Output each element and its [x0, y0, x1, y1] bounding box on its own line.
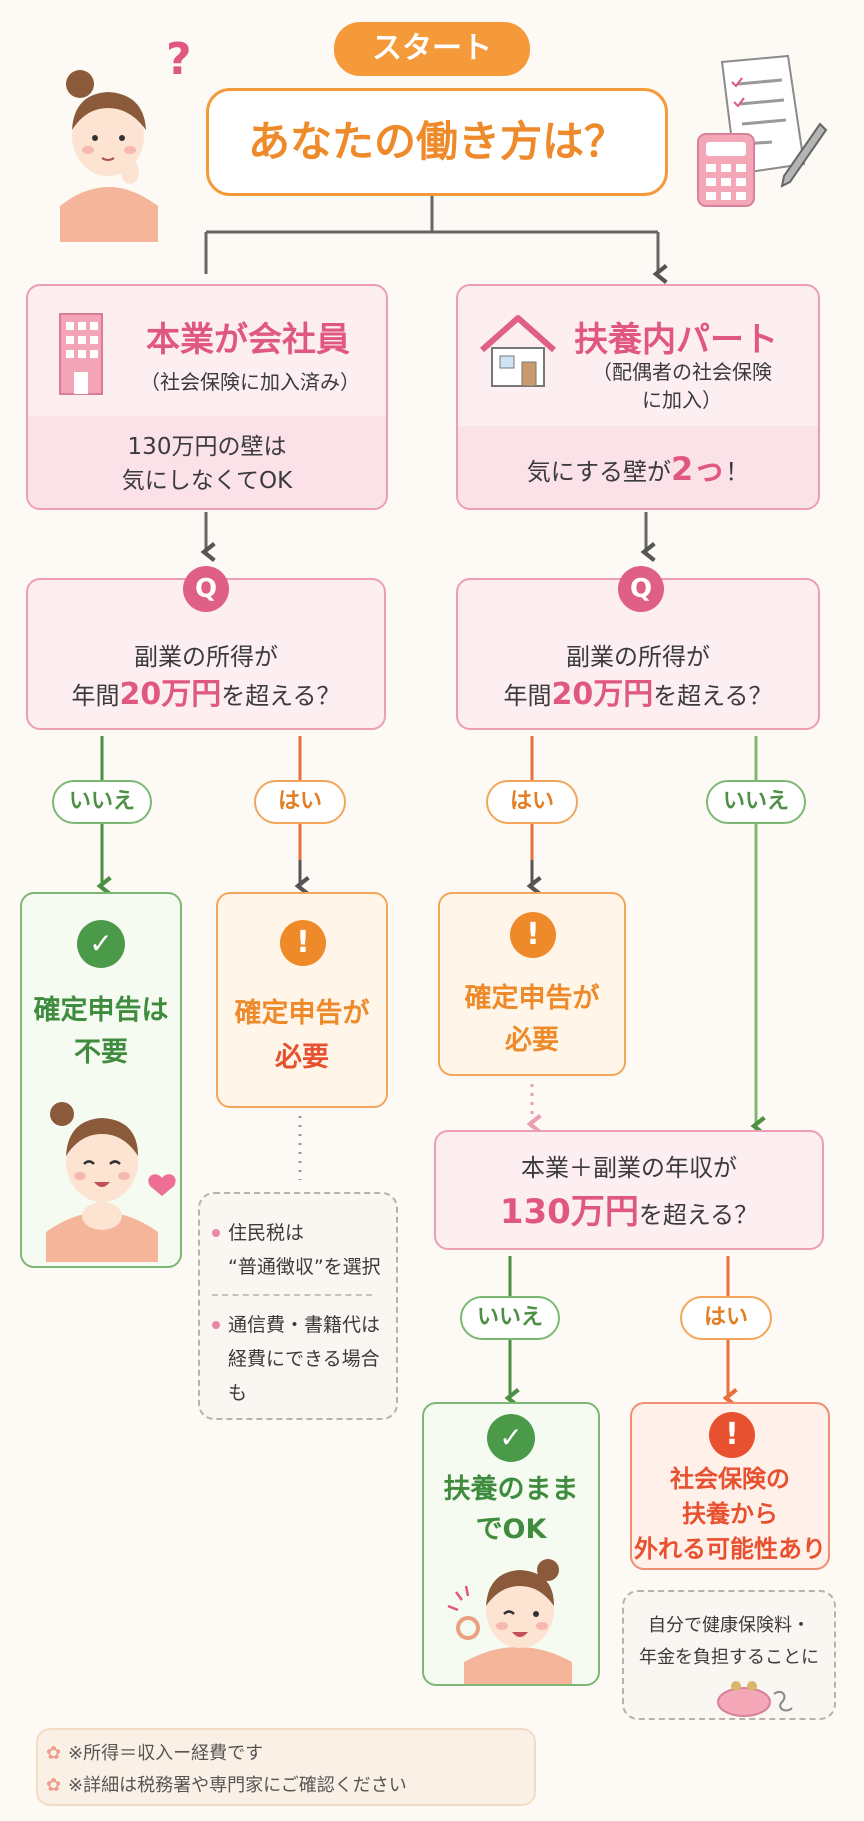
note-line-1: 自分で健康保険料・: [648, 1615, 810, 1636]
category-part-time: 扶養内パート （配偶者の社会保険 に加入） 気にする壁が2っ！: [456, 284, 820, 510]
q-badge-right: Q: [618, 566, 664, 612]
start-question: あなたの働き方は？: [247, 117, 626, 166]
subtitle-line-1: （配偶者の社会保険: [592, 360, 772, 384]
question-line-1: 副業の所得が: [134, 643, 278, 671]
result-leave-dependent: ! 社会保険の 扶養から 外れる可能性あり: [630, 1402, 830, 1570]
category-employee-subtitle: （社会保険に加入済み）: [140, 370, 360, 394]
answer-no-left: いいえ: [52, 780, 152, 824]
result-line-2: 扶養から: [682, 1500, 778, 1528]
exclamation-icon: !: [280, 920, 326, 966]
q-badge-left: Q: [183, 566, 229, 612]
result-text: 確定申告は 不要: [22, 990, 180, 1074]
q-suffix: を超える？: [653, 682, 773, 710]
question-line-1: 副業の所得が: [566, 643, 710, 671]
result-text: 確定申告が 必要: [218, 992, 386, 1080]
q-suffix: を超える？: [221, 682, 341, 710]
answer-no-income: いいえ: [460, 1296, 560, 1340]
tip-line-1: 住民税は: [228, 1222, 305, 1244]
q-highlight: 20万円: [119, 677, 222, 712]
exclamation-icon: !: [510, 912, 556, 958]
note-highlight: 2っ: [670, 450, 726, 488]
coin-purse-icon: [714, 1674, 794, 1718]
result-line-1: 社会保険の: [670, 1465, 790, 1493]
start-badge: スタート: [334, 22, 530, 76]
footer-note-text: ※所得＝収入ー経費です: [68, 1743, 264, 1764]
result-line-1: 扶養のまま: [443, 1474, 579, 1505]
q-suffix: を超える？: [638, 1201, 759, 1229]
subtitle-line-2: に加入）: [642, 388, 722, 412]
result-line-1: 確定申告が: [234, 998, 370, 1029]
question-line-2: 年間20万円を超える？: [28, 676, 384, 715]
category-part-time-title: 扶養内パート: [574, 320, 778, 360]
burden-note: 自分で健康保険料・ 年金を負担することに: [622, 1590, 836, 1720]
divider: [212, 1294, 372, 1296]
result-line-1: 確定申告が: [464, 983, 600, 1014]
note-line-2: 気にしなくてOK: [121, 468, 293, 494]
answer-no-right: いいえ: [706, 780, 806, 824]
question-line-1: 本業＋副業の年収が: [521, 1154, 737, 1182]
note-line-2: 年金を負担することに: [639, 1647, 819, 1668]
tips-note: 住民税は “普通徴収”を選択 通信費・書籍代は 経費にできる場合も: [198, 1192, 398, 1420]
result-no-filing: ✓ 確定申告は 不要: [20, 892, 182, 1268]
start-question-box: あなたの働き方は？: [206, 88, 668, 196]
footer-note-text: ※詳細は税務署や専門家にご確認ください: [68, 1775, 407, 1796]
footer-note: ✿ ※詳細は税務署や専門家にご確認ください: [46, 1770, 534, 1802]
office-building-icon: [46, 306, 116, 396]
note-prefix: 気にする壁が: [526, 458, 671, 486]
flower-icon: ✿: [46, 1743, 62, 1764]
bullet-dot-icon: [212, 1321, 220, 1329]
question-mark-icon: ?: [166, 34, 192, 85]
result-filing-required-right: ! 確定申告が 必要: [438, 892, 626, 1076]
category-employee-title: 本業が会社員: [146, 320, 350, 360]
category-part-time-subtitle: （配偶者の社会保険 に加入）: [562, 358, 802, 414]
calculator-icon: [694, 130, 760, 210]
start-badge-label: スタート: [372, 31, 492, 66]
result-line-1: 確定申告は: [33, 995, 169, 1026]
result-line-3: 外れる可能性あり: [634, 1535, 826, 1563]
note-suffix: ！: [725, 458, 750, 486]
result-text: 確定申告が 必要: [440, 978, 624, 1062]
check-icon: ✓: [77, 920, 125, 968]
category-employee: 本業が会社員 （社会保険に加入済み） 130万円の壁は 気にしなくてOK: [26, 284, 388, 510]
result-filing-required-left: ! 確定申告が 必要: [216, 892, 388, 1108]
q-highlight: 20万円: [551, 677, 654, 712]
flower-icon: ✿: [46, 1775, 62, 1796]
exclamation-icon: !: [709, 1412, 755, 1458]
answer-yes-income: はい: [680, 1296, 772, 1340]
tip-line-2: “普通徴収”を選択: [228, 1256, 381, 1278]
pen-icon: [776, 120, 828, 190]
tip-item: 住民税は “普通徴収”を選択: [212, 1216, 396, 1284]
result-text: 社会保険の 扶養から 外れる可能性あり: [632, 1462, 828, 1567]
note-line-1: 130万円の壁は: [127, 434, 287, 460]
result-text: 扶養のまま でOK: [424, 1470, 598, 1550]
result-line-2: 必要: [275, 1042, 329, 1073]
answer-yes-right: はい: [486, 780, 578, 824]
q-prefix: 年間: [503, 682, 552, 710]
tip-line-2: 経費にできる場合も: [228, 1348, 380, 1404]
q-prefix: 年間: [71, 682, 120, 710]
check-icon: ✓: [487, 1414, 535, 1462]
happy-woman-illustration: [40, 1092, 180, 1262]
category-employee-note: 130万円の壁は 気にしなくてOK: [28, 416, 386, 508]
footer-notes: ✿ ※所得＝収入ー経費です ✿ ※詳細は税務署や専門家にご確認ください: [36, 1728, 536, 1806]
question-box-income: 本業＋副業の年収が 130万円を超える？: [434, 1130, 824, 1250]
result-stay-dependent: ✓ 扶養のまま でOK: [422, 1402, 600, 1686]
result-line-2: 不要: [74, 1037, 128, 1068]
footer-note: ✿ ※所得＝収入ー経費です: [46, 1738, 534, 1770]
ok-sign-woman-illustration: [444, 1552, 584, 1684]
question-line-2: 年間20万円を超える？: [458, 676, 818, 715]
tip-item: 通信費・書籍代は 経費にできる場合も: [212, 1308, 396, 1410]
question-line-2: 130万円を超える？: [436, 1188, 822, 1239]
tip-line-1: 通信費・書籍代は: [228, 1314, 381, 1336]
house-icon: [478, 310, 558, 390]
answer-yes-left: はい: [254, 780, 346, 824]
q-highlight: 130万円: [499, 1192, 639, 1232]
result-line-2: でOK: [475, 1514, 547, 1545]
thinking-woman-illustration: [50, 56, 168, 242]
bullet-dot-icon: [212, 1229, 220, 1237]
category-part-time-note: 気にする壁が2っ！: [458, 426, 818, 508]
result-line-2: 必要: [505, 1025, 559, 1056]
